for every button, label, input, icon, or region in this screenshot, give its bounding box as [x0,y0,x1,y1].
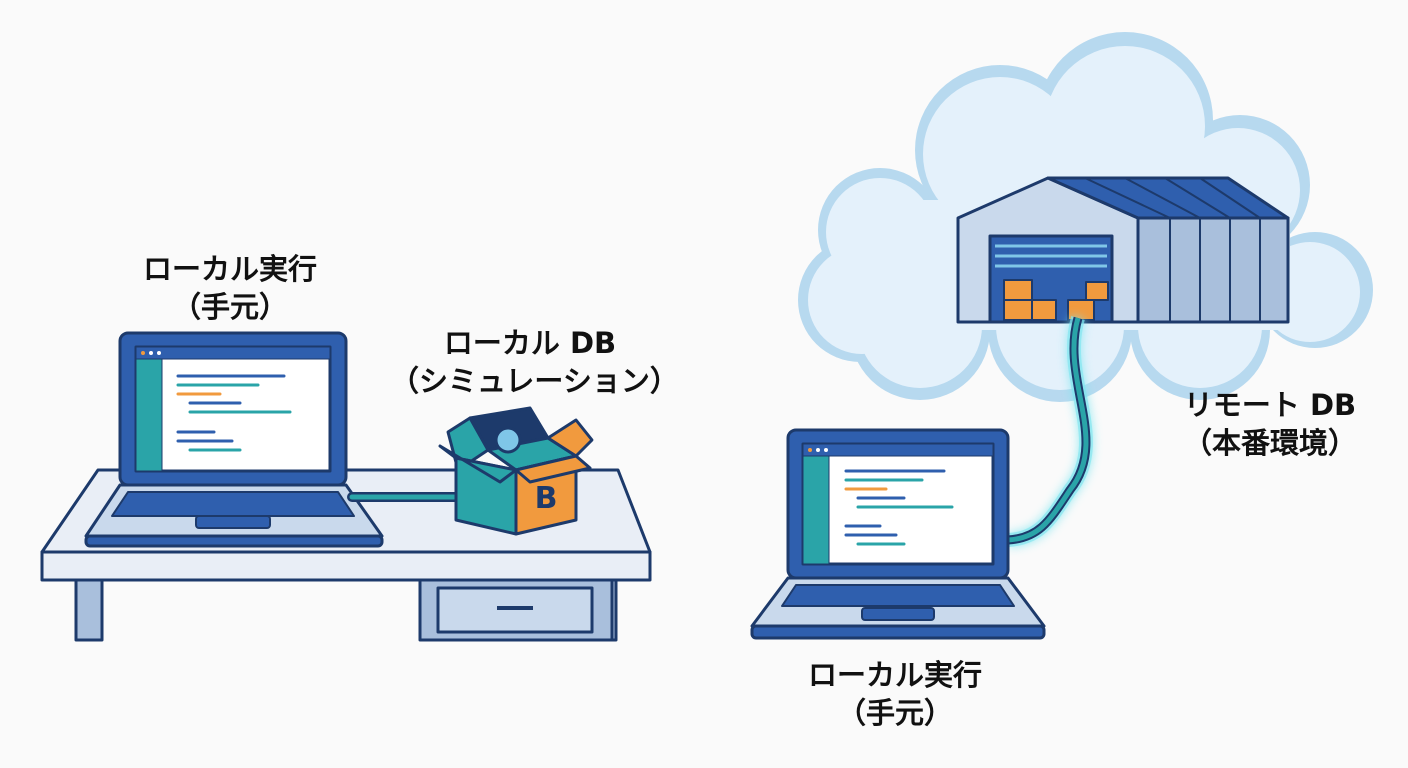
cable-remote-connection [1007,316,1093,547]
laptop-icon [750,428,1046,640]
label-remote-db: リモート DB （本番環境） [1150,386,1390,462]
label-local-db: ローカル DB （シミュレーション） [390,324,679,400]
box-letter: B [535,481,558,516]
label-title: リモート DB [1183,388,1357,422]
label-title: ローカル実行 [807,658,982,692]
label-local-exec-right: ローカル実行 （手元） [770,656,1020,732]
label-sub: （シミュレーション） [390,364,679,398]
laptop-icon [84,331,384,548]
database-box-icon [438,406,594,536]
warehouse-icon [956,176,1290,324]
label-title: ローカル実行 [142,252,317,286]
code-lines-left [141,351,292,452]
label-sub: （本番環境） [1182,426,1357,460]
label-title: ローカル DB [443,326,617,360]
label-local-exec-left: ローカル実行 （手元） [110,250,350,326]
code-lines-right [808,448,954,546]
label-sub: （手元） [836,696,953,730]
label-sub: （手元） [171,290,288,324]
